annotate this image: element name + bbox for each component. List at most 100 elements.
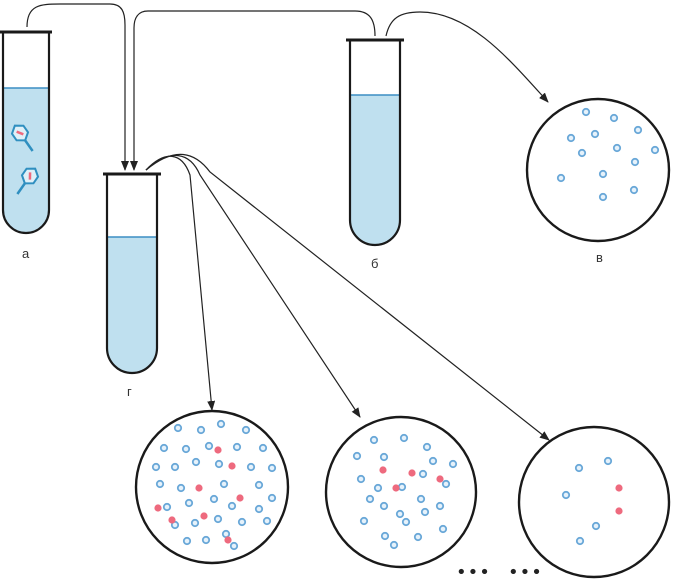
blue-colony <box>221 529 231 539</box>
arrows <box>26 3 550 441</box>
blue-colony <box>418 469 428 479</box>
label-b: б <box>371 256 378 271</box>
petri-dish-g1 <box>134 409 290 565</box>
blue-colony <box>262 516 272 526</box>
blue-colony <box>155 479 165 489</box>
blue-colony <box>365 494 375 504</box>
red-colony <box>154 504 162 512</box>
blue-colony <box>630 157 640 167</box>
blue-colony <box>190 518 200 528</box>
blue-colony <box>575 536 585 546</box>
blue-colony <box>246 462 256 472</box>
blue-colony <box>170 462 180 472</box>
blue-colony <box>162 502 172 512</box>
blue-colony <box>209 494 219 504</box>
blue-colony <box>173 423 183 433</box>
arrow-a-to-g <box>26 3 129 171</box>
red-colony <box>236 494 244 502</box>
blue-colony <box>577 148 587 158</box>
blue-colony <box>184 498 194 508</box>
blue-colony <box>219 479 229 489</box>
blue-colony <box>603 456 613 466</box>
blue-colony <box>435 501 445 511</box>
blue-colony <box>229 541 239 551</box>
tube-a-outline <box>1 33 51 235</box>
blue-colony <box>650 145 660 155</box>
blue-colony <box>556 173 566 183</box>
red-colony <box>224 536 232 544</box>
blue-colony <box>267 463 277 473</box>
blue-colony <box>438 524 448 534</box>
blue-colony <box>448 459 458 469</box>
test-tube-b <box>346 38 404 247</box>
blue-colony <box>612 143 622 153</box>
blue-colony <box>254 504 264 514</box>
blue-colony <box>598 169 608 179</box>
blue-colony <box>401 517 411 527</box>
tube-g-liquid <box>107 237 157 373</box>
petri-dish-g2 <box>324 415 478 569</box>
blue-colony <box>566 133 576 143</box>
blue-colony <box>191 457 201 467</box>
blue-colony <box>380 531 390 541</box>
blue-colony <box>182 536 192 546</box>
petri-dish-g3 <box>517 425 671 579</box>
red-colony <box>168 516 176 524</box>
blue-colony <box>267 493 277 503</box>
blue-colony <box>379 452 389 462</box>
red-colony <box>392 484 400 492</box>
red-colony <box>200 512 208 520</box>
blue-colony <box>356 474 366 484</box>
blue-colony <box>196 425 206 435</box>
blue-colony <box>214 459 224 469</box>
blue-colony <box>352 451 362 461</box>
blue-colony <box>237 517 247 527</box>
blue-colony <box>428 456 438 466</box>
blue-colony <box>151 462 161 472</box>
red-colony <box>379 466 387 474</box>
blue-colony <box>176 483 186 493</box>
arrow-b-to-v <box>385 11 549 103</box>
blue-colony <box>258 443 268 453</box>
tube-g-outline <box>105 175 159 375</box>
blue-colony <box>241 425 251 435</box>
blue-colony <box>213 514 223 524</box>
blue-colony <box>574 463 584 473</box>
blue-colony <box>369 435 379 445</box>
red-colony <box>615 507 623 515</box>
petri-dish-v <box>525 97 671 243</box>
blue-colony <box>581 107 591 117</box>
blue-colony <box>591 521 601 531</box>
bacteriophage-icon <box>10 124 34 152</box>
blue-colony <box>416 494 426 504</box>
tube-b-liquid <box>350 95 400 245</box>
blue-colony <box>389 540 399 550</box>
blue-colony <box>232 442 242 452</box>
tube-b-outline <box>348 41 402 247</box>
blue-colony <box>598 192 608 202</box>
test-tube-a <box>0 30 52 235</box>
arrow-g-to-dish2 <box>145 154 361 418</box>
bacteriophage-icon <box>16 167 40 195</box>
red-colony <box>436 475 444 483</box>
blue-colony <box>204 441 214 451</box>
arrow-g-to-dish3 <box>145 153 550 441</box>
blue-colony <box>181 444 191 454</box>
ellipsis-1: ••• <box>456 562 491 581</box>
arrow-b-to-g <box>130 10 376 171</box>
label-v: в <box>596 250 603 265</box>
tube-a-liquid <box>3 88 49 233</box>
label-a: а <box>22 246 30 261</box>
blue-colony <box>633 125 643 135</box>
blue-colony <box>227 501 237 511</box>
label-g: г <box>127 384 132 399</box>
blue-colony <box>397 482 407 492</box>
red-colony <box>408 469 416 477</box>
blue-colony <box>159 443 169 453</box>
blue-colony <box>216 419 226 429</box>
blue-colony <box>413 532 423 542</box>
blue-colony <box>561 490 571 500</box>
blue-colony <box>441 479 451 489</box>
blue-colony <box>590 129 600 139</box>
